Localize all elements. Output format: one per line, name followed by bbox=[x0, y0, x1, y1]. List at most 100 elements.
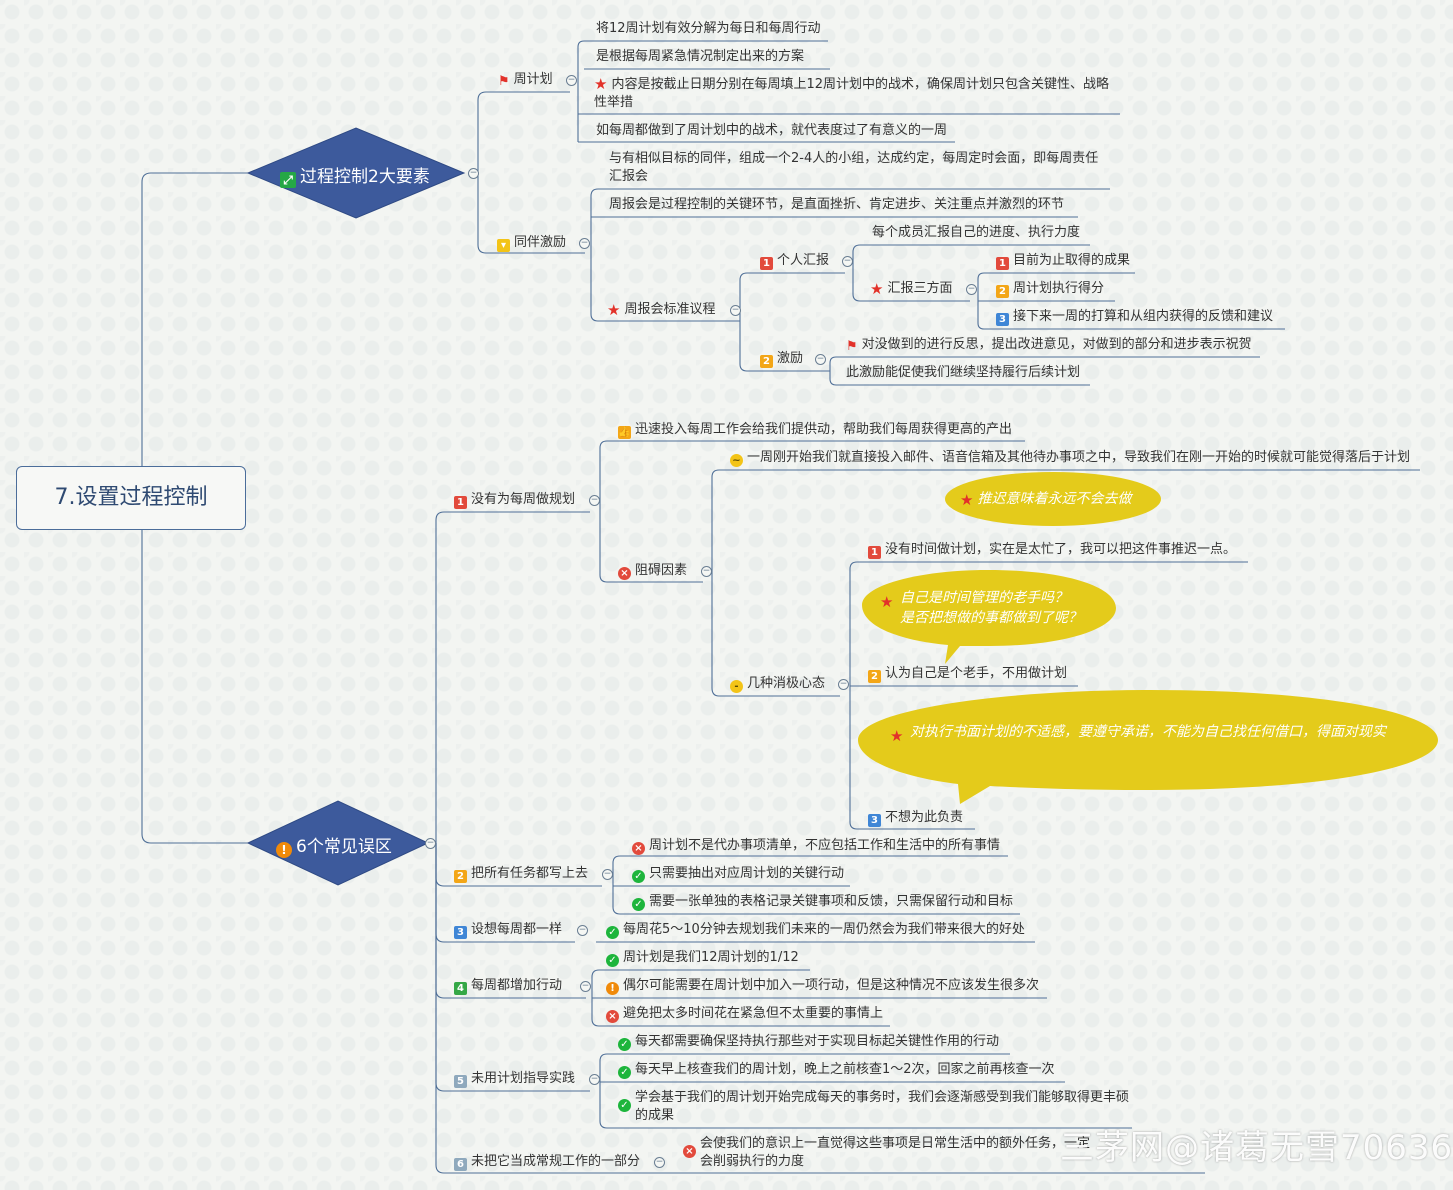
m2-item-2: ✓只需要抽出对应周计划的关键行动 bbox=[632, 865, 844, 883]
exclamation-icon: ! bbox=[276, 842, 292, 858]
node-peer-motivation[interactable]: ▾同伴激励 bbox=[497, 234, 566, 252]
star-icon: ★ bbox=[880, 593, 894, 611]
number-2-icon: 2 bbox=[996, 285, 1009, 298]
collapse-icon[interactable]: − bbox=[842, 256, 853, 267]
number-2-icon: 2 bbox=[760, 355, 773, 368]
obstacle-item: ~一周刚开始我们就直接投入邮件、语音信箱及其他待办事项之中，导致我们在刚一开始的… bbox=[730, 449, 1410, 467]
x-circle-icon: × bbox=[683, 1145, 696, 1158]
confused-face-icon: ~ bbox=[730, 454, 743, 467]
node-report-three[interactable]: ★汇报三方面 bbox=[870, 280, 953, 298]
number-2-icon: 2 bbox=[868, 670, 881, 683]
number-1-icon: 1 bbox=[454, 496, 467, 509]
m4-item-2: !偶尔可能需要在周计划中加入一项行动，但是这种情况不应该发生很多次 bbox=[606, 977, 1039, 995]
number-2-icon: 2 bbox=[454, 870, 467, 883]
bubble-veteran: ★自己是时间管理的老手吗？是否把想做的事都做到了呢？ bbox=[880, 590, 1082, 626]
number-3-icon: 3 bbox=[454, 926, 467, 939]
collapse-icon[interactable]: − bbox=[654, 1157, 665, 1168]
number-3-icon: 3 bbox=[996, 313, 1009, 326]
m2-item-3: ✓需要一张单独的表格记录关键事项和反馈，只需保留行动和目标 bbox=[632, 893, 1013, 911]
root-node[interactable]: 7.设置过程控制 bbox=[16, 466, 246, 530]
number-4-icon: 4 bbox=[454, 982, 467, 995]
star-icon: ★ bbox=[870, 280, 884, 298]
check-circle-icon: ✓ bbox=[618, 1099, 631, 1112]
m1-fast-item: 👍迅速投入每周工作会给我们提供动，帮助我们每周获得更高的产出 bbox=[618, 422, 1013, 439]
branch2-node[interactable]: !6个常见误区 bbox=[276, 832, 392, 858]
collapse-icon[interactable]: − bbox=[730, 305, 741, 316]
m5-item-3: ✓学会基于我们的周计划开始完成每天的事务时，我们会逐渐感受到我们能够取得更丰硕的… bbox=[618, 1089, 1133, 1125]
node-meeting-agenda[interactable]: ★周报会标准议程 bbox=[607, 301, 716, 319]
m5-item-1: ✓每天都需要确保坚持执行那些对于实现目标起关键性作用的行动 bbox=[618, 1033, 999, 1051]
bubble-delay: ★推迟意味着永远不会去做 bbox=[960, 491, 1132, 509]
m4-item-1: ✓周计划是我们12周计划的1/12 bbox=[606, 949, 799, 967]
trophy-icon: ▾ bbox=[497, 239, 510, 252]
peer-item-1: 与有相似目标的同伴，组成一个2-4人的小组，达成约定，每周定时会面，即每周责任汇… bbox=[609, 151, 1099, 184]
node-negative-mindset[interactable]: -几种消极心态 bbox=[730, 675, 825, 693]
number-6-icon: 6 bbox=[454, 1158, 467, 1171]
bubble-veteran-shape bbox=[862, 570, 1116, 664]
number-1-icon: 1 bbox=[996, 257, 1009, 270]
x-circle-icon: × bbox=[606, 1010, 619, 1023]
node-obstacle[interactable]: ×阻碍因素 bbox=[618, 562, 687, 580]
collapse-icon[interactable]: − bbox=[589, 1074, 600, 1085]
m3-item-1: ✓每周花5～10分钟去规划我们未来的一周仍然会为我们带来很大的好处 bbox=[606, 921, 1025, 939]
check-circle-icon: ✓ bbox=[606, 926, 619, 939]
star-icon: ★ bbox=[960, 491, 974, 509]
collapse-icon[interactable]: − bbox=[589, 495, 600, 506]
red-flag-icon: ⚑ bbox=[498, 74, 510, 89]
watermark: 三茅网@诸葛无雪70636 bbox=[1060, 1128, 1453, 1168]
thumbs-up-icon: 👍 bbox=[618, 426, 631, 439]
report-item: 每个成员汇报自己的进度、执行力度 bbox=[872, 225, 1081, 240]
x-circle-icon: × bbox=[618, 567, 631, 580]
collapse-icon[interactable]: − bbox=[577, 925, 588, 936]
star-icon: ★ bbox=[890, 727, 904, 745]
weekly-plan-item-2: 是根据每周紧急情况制定出来的方案 bbox=[596, 49, 805, 64]
collapse-icon[interactable]: − bbox=[425, 838, 436, 849]
collapse-icon[interactable]: − bbox=[815, 354, 826, 365]
check-circle-icon: ✓ bbox=[618, 1066, 631, 1079]
collapse-icon[interactable]: − bbox=[579, 238, 590, 249]
node-weekly-plan[interactable]: ⚑周计划 bbox=[498, 72, 553, 89]
star-icon: ★ bbox=[607, 301, 621, 319]
x-circle-icon: × bbox=[632, 842, 645, 855]
bubble-delay-shape bbox=[945, 472, 1161, 526]
branch1-node[interactable]: ⤢过程控制2大要素 bbox=[280, 162, 430, 188]
collapse-icon[interactable]: − bbox=[580, 981, 591, 992]
collapse-icon[interactable]: − bbox=[701, 566, 712, 577]
m2-item-1: ×周计划不是代办事项清单，不应包括工作和生活中的所有事情 bbox=[632, 837, 1000, 855]
m5-item-2: ✓每天早上核查我们的周计划，晚上之前核查1～2次，回家之前再核查一次 bbox=[618, 1061, 1055, 1079]
weekly-plan-item-4: 如每周都做到了周计划中的战术，就代表度过了有意义的一周 bbox=[596, 123, 948, 138]
encourage-item-2: 此激励能促使我们继续坚持履行后续计划 bbox=[846, 365, 1081, 380]
m4-item-3: ×避免把太多时间花在紧急但不太重要的事情上 bbox=[606, 1005, 883, 1023]
bubble-discomfort-shape bbox=[858, 690, 1438, 804]
collapse-icon[interactable]: − bbox=[966, 284, 977, 295]
collapse-icon[interactable]: − bbox=[602, 869, 613, 880]
unamused-face-icon: - bbox=[730, 680, 743, 693]
expand-arrows-icon: ⤢ bbox=[280, 172, 296, 188]
star-icon: ★ bbox=[594, 75, 608, 93]
collapse-icon[interactable]: − bbox=[468, 168, 479, 179]
collapse-icon[interactable]: − bbox=[566, 75, 577, 86]
encourage-item-1: ⚑对没做到的进行反思，提出改进意见，对做到的部分和进步表示祝贺 bbox=[846, 337, 1252, 354]
number-5-icon: 5 bbox=[454, 1075, 467, 1088]
collapse-icon[interactable]: − bbox=[838, 679, 849, 690]
branch1-diamond bbox=[246, 127, 466, 219]
m6-item: ×会使我们的意识上一直觉得这些事项是日常生活中的额外任务，一定会削弱执行的力度 bbox=[683, 1135, 1093, 1171]
check-circle-icon: ✓ bbox=[618, 1038, 631, 1051]
weekly-plan-item-3: ★内容是按截止日期分别在每周填上12周计划中的战术，确保周计划只包含关键性、战略… bbox=[594, 75, 1109, 111]
number-1-icon: 1 bbox=[868, 546, 881, 559]
bubble-discomfort: ★对执行书面计划的不适感，要遵守承诺，不能为自己找任何借口，得面对现实 bbox=[890, 724, 1386, 745]
